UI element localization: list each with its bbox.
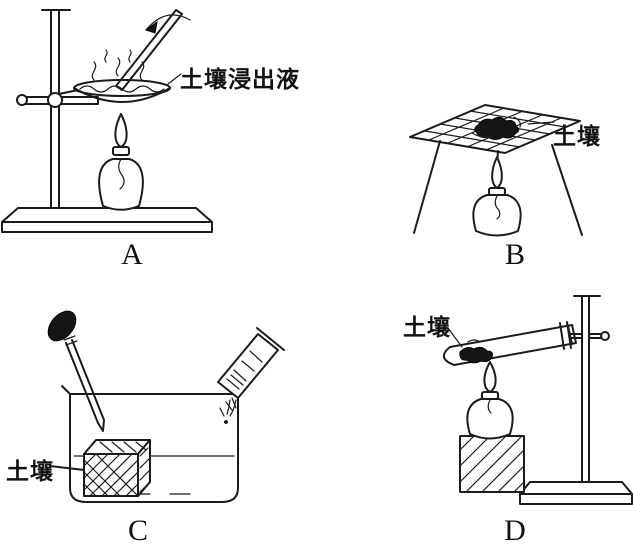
iron-stand: [2, 10, 212, 232]
panel-b-apparatus: [380, 85, 633, 285]
label-soil-c: 土壤: [6, 458, 54, 484]
ring-clamp: [17, 90, 98, 107]
alcohol-lamp: [467, 362, 512, 439]
graduated-cylinder: [218, 328, 284, 423]
soil-sample: [472, 117, 520, 140]
iron-stand: [520, 296, 632, 504]
panel-c-apparatus: [0, 290, 300, 525]
label-soil-b: 土壤: [553, 123, 601, 149]
panel-d-apparatus: [390, 290, 633, 525]
panel-letter-d: D: [504, 514, 526, 547]
soil-sample: [460, 340, 493, 363]
label-leader-c: [50, 466, 84, 470]
beaker: [62, 386, 238, 502]
label-leader-b: [528, 122, 554, 124]
support-block: [460, 436, 524, 492]
steam-lines: [92, 50, 143, 80]
label-soil-d: 土壤: [403, 314, 451, 340]
panel-letter-a: A: [121, 238, 143, 271]
dropper: [43, 306, 104, 431]
panel-letter-c: C: [127, 514, 148, 547]
panel-letter-b: B: [504, 238, 525, 271]
clamp: [560, 322, 609, 349]
soil-cube: [84, 440, 150, 496]
label-leader-a: [168, 74, 181, 84]
panel-a-apparatus: [0, 0, 310, 285]
label-leader-d: [448, 328, 462, 347]
label-soil-extract-a: 土壤浸出液: [180, 66, 300, 92]
glass-stirring-rod: [116, 10, 190, 90]
alcohol-lamp: [99, 114, 143, 210]
alcohol-lamp: [473, 157, 520, 236]
